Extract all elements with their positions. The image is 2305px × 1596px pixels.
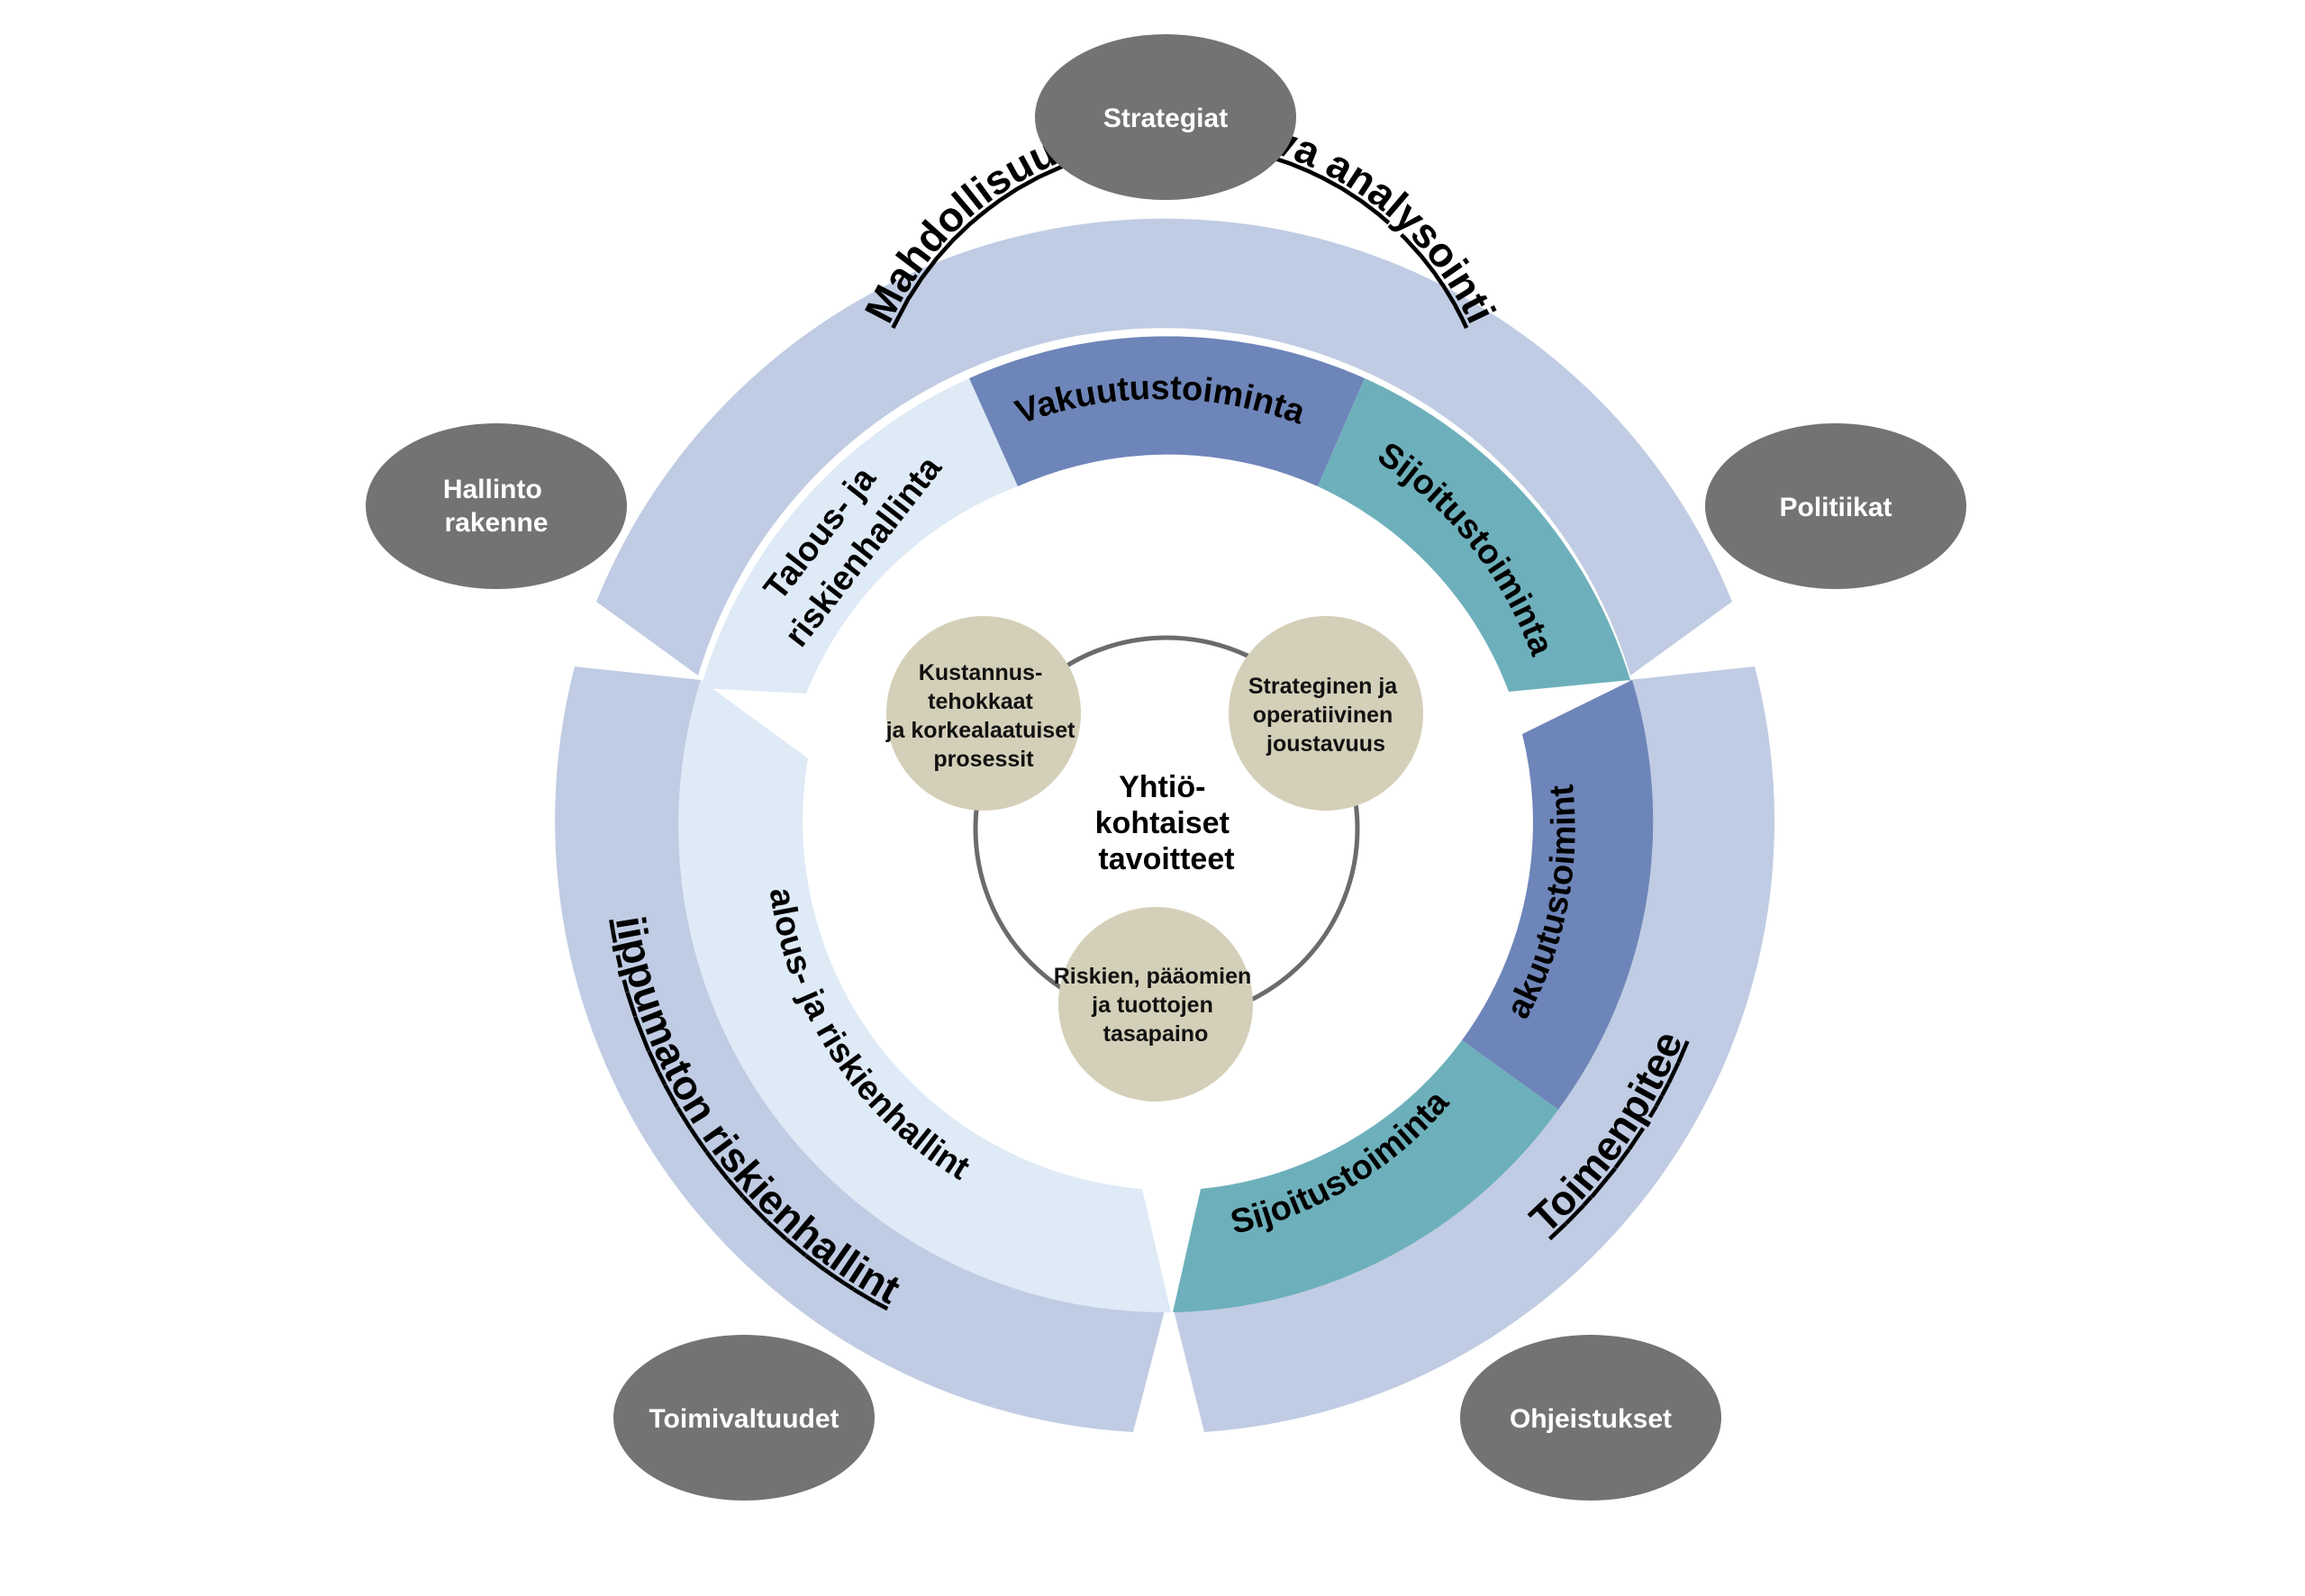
segment-left-finance <box>678 680 1171 1313</box>
node-governance-label: Hallinto rakenne <box>443 475 549 538</box>
segment-right-insurance <box>1462 680 1654 1110</box>
segment-top-investment <box>1318 378 1630 692</box>
node-strategies-label: Strategiat <box>1103 104 1228 133</box>
segment-top-insurance <box>969 336 1365 486</box>
center-label: Yhtiö- kohtaiset tavoitteet <box>1095 770 1239 876</box>
node-strategies: Strategiat <box>1035 34 1296 200</box>
node-authorizations-label: Toimivaltuudet <box>649 1404 839 1434</box>
segment-top-finance <box>701 378 1018 694</box>
goal-circle-flexibility <box>1229 616 1423 811</box>
goal-circle-processes <box>886 616 1081 811</box>
goal-label-balance: Riskien, pääomien ja tuottojen tasapaino <box>1054 964 1257 1047</box>
inner-ring-top <box>701 336 1630 694</box>
outer-segment-analysis <box>596 218 1732 676</box>
outer-ring <box>555 218 1775 1432</box>
node-instructions-label: Ohjeistukset <box>1510 1404 1672 1434</box>
node-governance: Hallinto rakenne <box>366 423 627 589</box>
goal-circle-balance <box>1058 907 1253 1102</box>
inner-ring-right <box>1173 680 1654 1312</box>
goal-label-processes: Kustannus- tehokkaat ja korkealaatuiset … <box>885 660 1082 772</box>
node-authorizations: Toimivaltuudet <box>613 1335 875 1501</box>
outer-segment-measures <box>1174 667 1775 1432</box>
goal-label-flexibility: Strateginen ja operatiivinen joustavuus <box>1248 674 1403 757</box>
node-policies-label: Politiikat <box>1779 493 1892 522</box>
outer-segment-independent-risk <box>555 667 1165 1432</box>
node-policies: Politiikat <box>1705 423 1966 589</box>
segment-right-investment <box>1173 1040 1558 1312</box>
node-instructions: Ohjeistukset <box>1460 1335 1721 1501</box>
